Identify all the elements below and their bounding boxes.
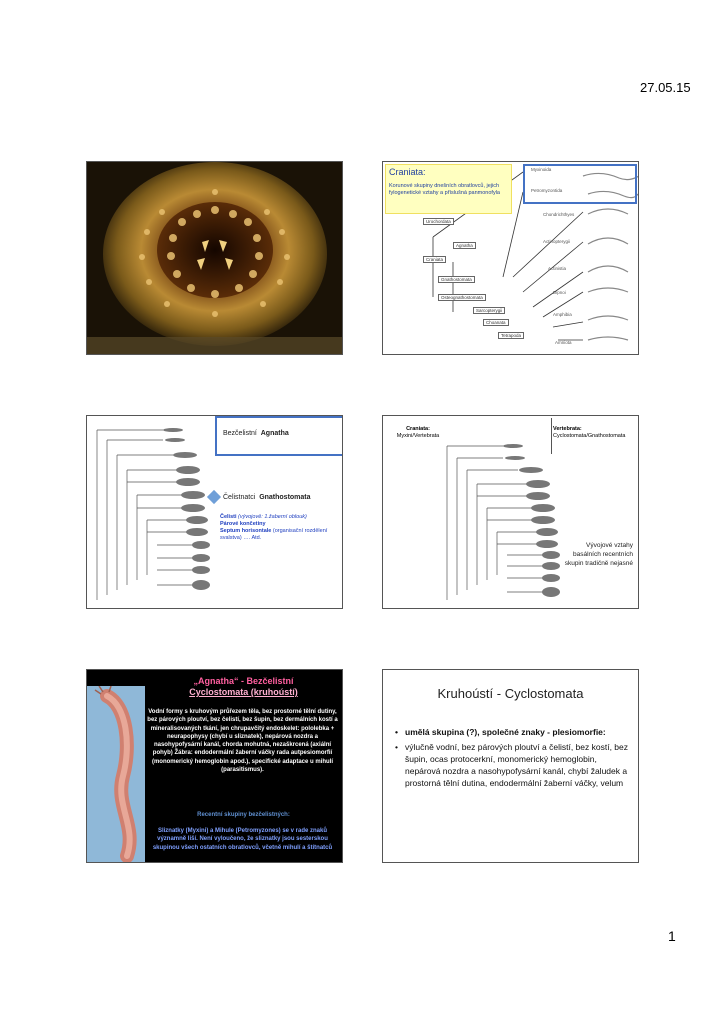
clade-label-osteognathostomata: Osteognathostomata xyxy=(438,294,486,301)
clade-label-craniata: Craniata xyxy=(423,256,447,263)
page-date: 27.05.15 xyxy=(640,80,691,95)
clade-label-agnatha: Agnatha xyxy=(453,242,476,249)
relationships-note: Vývojové vztahy basálních recentních sku… xyxy=(564,542,633,567)
agnatha-slide-title-line1: „Agnatha“ - Bezčelistní xyxy=(193,676,294,686)
cladogram-diagram xyxy=(383,162,638,354)
taxon-amphibia: Amphibia xyxy=(553,312,572,317)
agnatha-czech: Bezčelistní xyxy=(223,430,257,437)
gnathostomata-features: Čelisti (vývojově: 1.žaberní oblouk) Pár… xyxy=(220,514,338,542)
clade-label-tetrapoda: Tetrapoda xyxy=(498,332,525,339)
divider xyxy=(551,418,552,454)
slide-craniata-vertebrata: Craniata: Myxini/Vertebrata Vertebrata: … xyxy=(382,415,639,609)
cyclostomes-highlight-box xyxy=(523,164,637,204)
craniata-hypothesis-sub: Myxini/Vertebrata xyxy=(396,433,440,439)
craniata-description: Korunové skupiny dnešních obratlovců, je… xyxy=(389,183,500,196)
gnathostomata-latin: Gnathostomata xyxy=(259,494,311,501)
feature-jaws-note: (vývojově: 1.žaberní oblouk) xyxy=(238,514,307,520)
vertebrata-hypothesis: Vertebrata: Cyclostomata/Gnathostomata xyxy=(553,426,637,440)
page-number: 1 xyxy=(668,928,676,944)
gnathostomata-label: Čelistnatci Gnathostomata xyxy=(223,494,311,501)
feature-paired-limbs: Párové končetiny xyxy=(220,521,266,527)
recent-groups-subtitle: Recentní skupiny bezčelistných: xyxy=(197,812,290,818)
slide-agnatha-description: „Agnatha“ - Bezčelistní Cyclostomata (kr… xyxy=(86,669,343,863)
feature-septum-note: (organisační rozdělení svalstva) xyxy=(220,528,328,541)
slide-craniata-cladogram: Craniata: Korunové skupiny dnešních obra… xyxy=(382,161,639,355)
agnatha-slide-title-line2: Cyclostomata (kruhoústí) xyxy=(189,687,298,697)
phylogeny-tree-image xyxy=(93,420,211,606)
vertebrata-hypothesis-title: Vertebrata: xyxy=(553,426,582,432)
taxon-chondrichthyes: Chondrichthyes xyxy=(543,212,575,217)
agnatha-slide-body: Vodní formy s kruhovým průřezem těla, be… xyxy=(147,709,338,774)
clade-label-sarcopterygii: Sarcopterygii xyxy=(473,307,506,314)
feature-jaws: Čelisti xyxy=(220,514,237,520)
phylogeny-tree-image-2 xyxy=(443,440,561,606)
craniata-hypothesis-title: Craniata: xyxy=(406,426,430,432)
feature-etc: …. Atd. xyxy=(243,535,262,541)
taxon-petromyzontida: Petromyzontida xyxy=(531,188,563,193)
clade-label-gnathostomata: Gnathostomata xyxy=(438,276,475,283)
agnatha-slide-title: „Agnatha“ - Bezčelistní Cyclostomata (kr… xyxy=(145,676,342,698)
agnatha-latin: Agnatha xyxy=(260,430,289,437)
lamprey-mouth-image xyxy=(87,162,342,354)
cyclostomata-title: Kruhoústí - Cyclostomata xyxy=(437,686,584,701)
recent-groups-text: Sliznatky (Myxini) a Mihule (Petromyzone… xyxy=(152,828,333,851)
taxon-dipnoi: Dipnoi xyxy=(553,290,566,295)
clade-label-urochordata: Urochordata xyxy=(423,218,454,225)
vertebrata-hypothesis-sub: Cyclostomata/Gnathostomata xyxy=(553,433,626,439)
craniata-info-box: Craniata: Korunové skupiny dnešních obra… xyxy=(385,164,512,214)
taxon-myxinoida: Myxinoida xyxy=(531,167,552,172)
gnathostomata-czech: Čelistnatci xyxy=(223,494,256,501)
agnatha-highlight-box xyxy=(215,416,342,456)
cyclostomata-bullet-list: umělá skupina (?), společné znaky - ples… xyxy=(395,726,631,792)
clade-label-choanata: Choanata xyxy=(483,319,509,326)
craniata-hypothesis: Craniata: Myxini/Vertebrata xyxy=(385,426,451,440)
slide-lamprey-photo xyxy=(86,161,343,355)
craniata-title: Craniata: xyxy=(389,167,426,177)
bullet-artificial-group: umělá skupina (?), společné znaky - ples… xyxy=(395,726,631,738)
taxon-amniota: Amniota xyxy=(555,340,572,345)
slide-agnatha-gnathostomata: Bezčelistní Agnatha Čelistnatci Gnathost… xyxy=(86,415,343,609)
feature-septum: Septum horisontale xyxy=(220,528,272,534)
taxon-actinopterygii: Actinopterygii xyxy=(543,239,571,244)
agnatha-label: Bezčelistní Agnatha xyxy=(223,430,289,437)
slide-cyclostomata: Kruhoústí - Cyclostomata umělá skupina (… xyxy=(382,669,639,863)
taxon-actinistia: Actinistia xyxy=(548,266,567,271)
hagfish-image xyxy=(87,686,145,862)
bullet-characteristics: výlučně vodní, bez párových ploutví a če… xyxy=(395,741,631,789)
